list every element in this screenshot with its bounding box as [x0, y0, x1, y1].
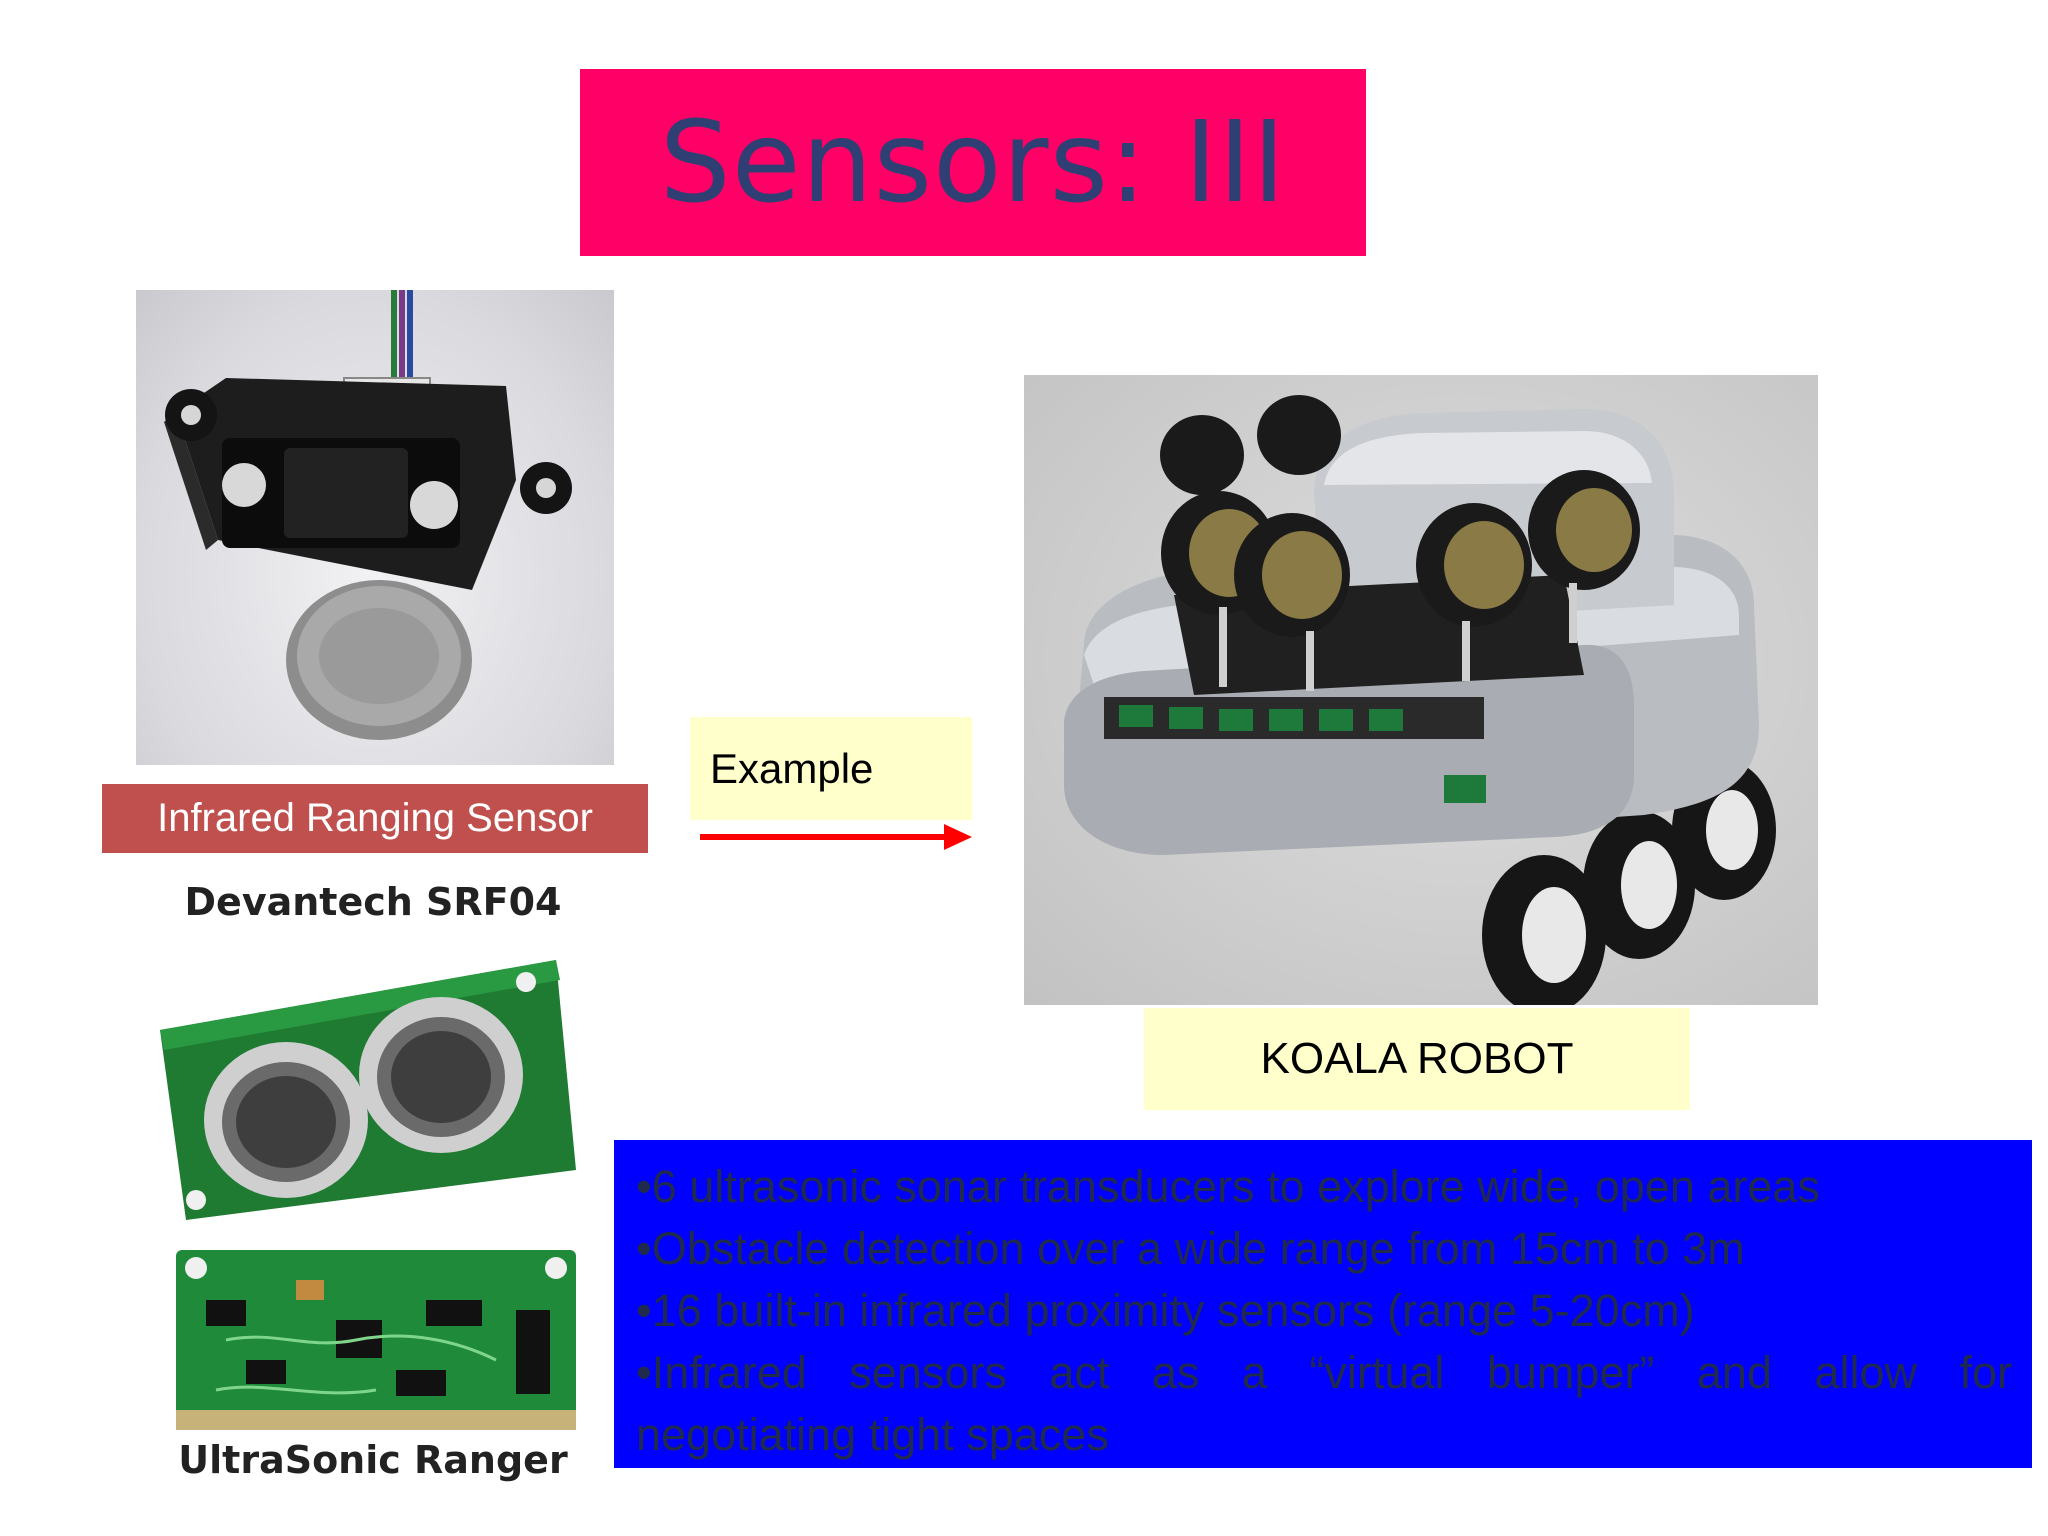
- ultrasonic-ranger-illustration: [160, 960, 576, 1430]
- right-arrow-icon: [700, 824, 972, 850]
- ultrasonic-photo-caption-top: Devantech SRF04: [184, 880, 562, 924]
- koala-robot-illustration: [1064, 395, 1776, 1005]
- bullet-item: •Obstacle detection over a wide range fr…: [636, 1223, 1745, 1274]
- feature-bullets: •6 ultrasonic sonar transducers to explo…: [614, 1140, 2032, 1468]
- bullet-item: •6 ultrasonic sonar transducers to explo…: [636, 1161, 1820, 1212]
- ultrasonic-photo-caption-bottom: UltraSonic Ranger: [178, 1438, 568, 1482]
- koala-robot-label: KOALA ROBOT: [1144, 1008, 1690, 1110]
- example-label: Example: [710, 744, 874, 792]
- ultrasonic-ranger-photo: Devantech SRF04 UltraSonic Ranger: [136, 870, 610, 1486]
- koala-robot-photo: [1024, 375, 1818, 1005]
- example-callout: Example: [690, 717, 972, 820]
- slide-title: Sensors: III: [659, 97, 1287, 228]
- bullet-item: •Infrared sensors act as a “virtual bump…: [636, 1347, 2012, 1398]
- bullet-item: •16 built-in infrared proximity sensors …: [636, 1285, 1695, 1336]
- infrared-sensor-photo: [136, 290, 614, 765]
- bullet-item-continuation: negotiating tight spaces: [636, 1409, 1109, 1460]
- infrared-sensor-illustration: [164, 290, 572, 740]
- infrared-sensor-label: Infrared Ranging Sensor: [102, 784, 648, 853]
- title-box: Sensors: III: [580, 69, 1366, 256]
